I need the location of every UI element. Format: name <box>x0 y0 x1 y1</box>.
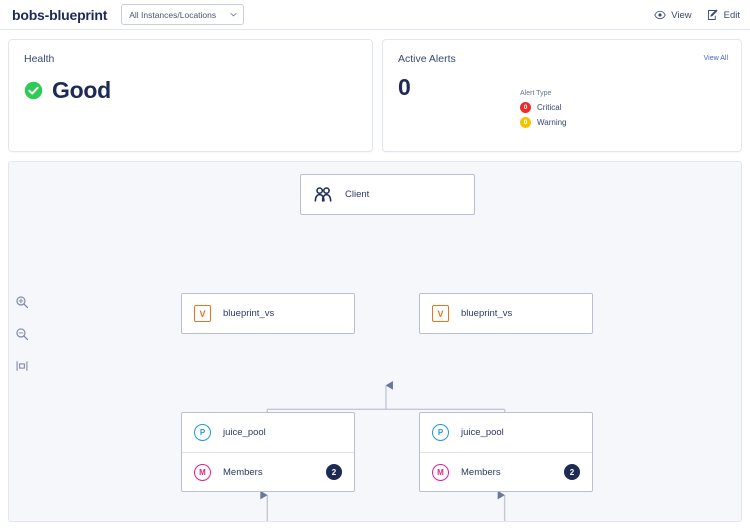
health-status-row: Good <box>24 77 357 104</box>
view-button-label: View <box>671 9 692 21</box>
header-actions: View Edit <box>654 0 740 30</box>
node-vs-left-row: V blueprint_vs <box>182 294 354 333</box>
summary-cards: Health Good Active Alerts View All 0 Ale… <box>0 30 750 152</box>
node-vs-right[interactable]: V blueprint_vs <box>419 293 593 334</box>
alert-type-label: Alert Type <box>520 90 552 97</box>
node-client[interactable]: Client <box>300 174 475 215</box>
members-icon: M <box>194 463 211 481</box>
active-alerts-count: 0 <box>398 74 411 100</box>
alert-type-legend: Alert Type 0 Critical 0 Warning <box>520 90 567 132</box>
topology-edges <box>260 381 512 521</box>
chevron-down-icon <box>230 12 237 17</box>
virtual-server-icon: V <box>432 305 449 322</box>
scope-select-value: All Instances/Locations <box>129 9 217 20</box>
pool-icon: P <box>432 424 449 441</box>
node-members-left-row[interactable]: M Members 2 <box>182 452 354 491</box>
alert-row-warning: 0 Warning <box>520 117 567 128</box>
node-pool-right[interactable]: P juice_pool M Members 2 <box>419 412 593 492</box>
zoom-in-icon[interactable] <box>15 295 29 309</box>
alert-row-critical: 0 Critical <box>520 102 567 113</box>
alerts-card-title: Active Alerts <box>398 53 456 65</box>
view-all-link[interactable]: View All <box>703 55 728 62</box>
members-icon: M <box>432 463 449 481</box>
topology-canvas[interactable]: Client V blueprint_vs V blueprint_vs P j… <box>8 161 742 522</box>
node-members-right-row[interactable]: M Members 2 <box>420 452 592 491</box>
eye-icon <box>654 10 666 20</box>
node-members-left-label: Members <box>223 466 263 478</box>
members-right-count-badge: 2 <box>564 464 580 480</box>
fit-to-screen-icon[interactable] <box>15 359 29 373</box>
scope-select[interactable]: All Instances/Locations <box>121 4 245 25</box>
node-pool-left-row[interactable]: P juice_pool <box>182 413 354 452</box>
health-card: Health Good <box>8 39 373 152</box>
app-header: bobs-blueprint All Instances/Locations V… <box>0 0 750 30</box>
members-left-count-badge: 2 <box>326 464 342 480</box>
health-card-title: Health <box>24 53 55 65</box>
zoom-controls <box>15 295 29 373</box>
node-pool-right-row[interactable]: P juice_pool <box>420 413 592 452</box>
node-pool-right-label: juice_pool <box>461 427 504 438</box>
node-pool-left-label: juice_pool <box>223 427 266 438</box>
page-title: bobs-blueprint <box>12 6 108 23</box>
check-circle-icon <box>24 81 43 100</box>
node-vs-left-label: blueprint_vs <box>223 308 275 319</box>
node-client-row: Client <box>301 175 474 214</box>
users-icon <box>314 186 332 202</box>
node-members-right-label: Members <box>461 466 501 478</box>
node-client-label: Client <box>345 189 370 200</box>
edit-button-label: Edit <box>723 9 740 21</box>
critical-label: Critical <box>537 103 562 112</box>
active-alerts-card: Active Alerts View All 0 Alert Type 0 Cr… <box>382 39 742 152</box>
pool-icon: P <box>194 424 211 441</box>
zoom-out-icon[interactable] <box>15 327 29 341</box>
health-status-value: Good <box>52 77 111 103</box>
edit-button[interactable]: Edit <box>707 9 740 21</box>
warning-label: Warning <box>537 118 567 127</box>
virtual-server-icon: V <box>194 305 211 322</box>
node-vs-left[interactable]: V blueprint_vs <box>181 293 355 334</box>
pencil-square-icon <box>707 9 718 20</box>
node-pool-left[interactable]: P juice_pool M Members 2 <box>181 412 355 492</box>
node-vs-right-row: V blueprint_vs <box>420 294 592 333</box>
critical-count-badge: 0 <box>520 102 531 113</box>
warning-count-badge: 0 <box>520 117 531 128</box>
view-button[interactable]: View <box>654 9 692 21</box>
node-vs-right-label: blueprint_vs <box>461 308 513 319</box>
